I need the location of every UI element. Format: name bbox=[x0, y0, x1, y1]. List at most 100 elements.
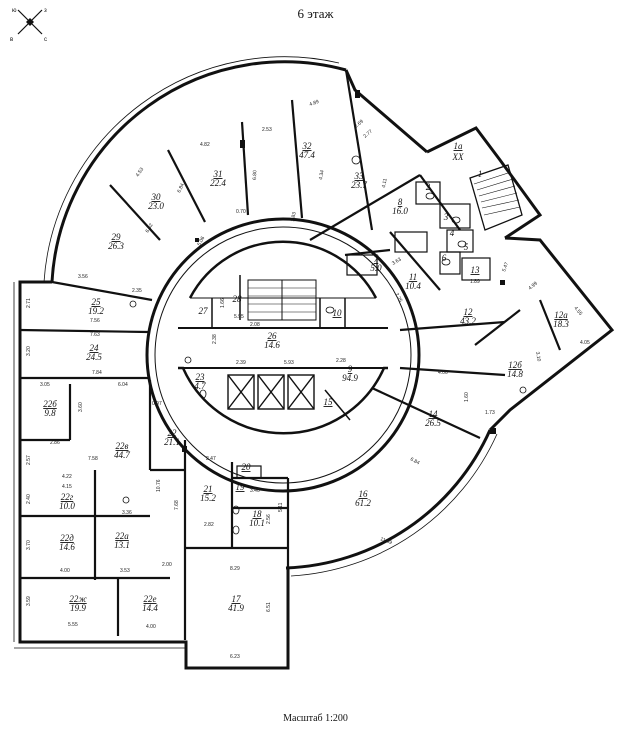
dimension-label: 2.77 bbox=[362, 129, 373, 140]
room-4: 4 bbox=[450, 228, 455, 238]
dimension-label: 5.95 bbox=[234, 314, 244, 320]
dimension-label: 3.59 bbox=[26, 596, 32, 606]
room-area: 19.9 bbox=[70, 603, 86, 613]
room-area: 47.4 bbox=[299, 150, 315, 160]
dimension-label: 6.84 bbox=[176, 182, 186, 194]
dimension-label: 7.56 bbox=[90, 318, 100, 324]
room-28: 28 bbox=[233, 294, 243, 304]
room-number: 6 bbox=[442, 253, 447, 263]
room-area: 21.1 bbox=[164, 437, 180, 447]
room-number: 21 bbox=[204, 484, 213, 494]
room-20: 20 bbox=[242, 462, 252, 472]
dimension-label: 3.40 bbox=[250, 488, 260, 494]
dimension-label: 11.69 bbox=[379, 536, 393, 546]
room-number: 19 bbox=[236, 482, 246, 492]
room-number: 28 bbox=[233, 294, 243, 304]
room-number: 17 bbox=[232, 594, 242, 604]
room-area: 43.2 bbox=[460, 316, 476, 326]
room-number: 7 bbox=[374, 254, 379, 264]
room-area: 24.5 bbox=[86, 352, 102, 362]
dimension-label: 3.20 bbox=[26, 346, 32, 356]
room-number: 1 bbox=[478, 169, 483, 179]
dimension-label: 2.86 bbox=[50, 440, 60, 446]
stair-icon bbox=[469, 164, 523, 231]
room-number: 15 bbox=[324, 397, 334, 407]
dimension-label: 4.99 bbox=[527, 281, 538, 292]
dimension-label: 7.84 bbox=[92, 370, 102, 376]
room-number: 33 bbox=[354, 171, 365, 181]
room-area: 9.8 bbox=[44, 408, 56, 418]
dimension-label: 2.35 bbox=[132, 288, 142, 294]
room-area: 14.4 bbox=[142, 603, 158, 613]
dimension-label: 4.00 bbox=[60, 568, 70, 574]
room-number: 12 bbox=[464, 307, 474, 317]
dimension-label: 0.97 bbox=[152, 401, 162, 407]
dimension-label: 2.40 bbox=[26, 494, 32, 504]
dimension-label: 5.55 bbox=[68, 622, 78, 628]
room-area: 10.1 bbox=[249, 518, 265, 528]
central-core bbox=[145, 217, 421, 493]
page-title: 6 этаж bbox=[297, 6, 334, 21]
room-number: 2 bbox=[426, 182, 431, 192]
dimension-label: 4.89 bbox=[309, 99, 320, 108]
dimension-label: 6.51 bbox=[266, 602, 272, 612]
room-area: 94.9 bbox=[342, 373, 358, 383]
room-area: 4.7 bbox=[194, 381, 206, 391]
dimension-label: 1.89 bbox=[470, 279, 480, 285]
dimension-label: 7.68 bbox=[174, 500, 180, 510]
room-9: 994.9 bbox=[342, 364, 358, 383]
room-area: 22.4 bbox=[210, 178, 226, 188]
dimension-label: 5.93 bbox=[284, 360, 294, 366]
room-2: 2 bbox=[426, 182, 431, 192]
dimension-label: 3.53 bbox=[120, 568, 130, 574]
room-area: 19.2 bbox=[88, 306, 104, 316]
room-area: 61.2 bbox=[355, 498, 371, 508]
room-5: 5 bbox=[464, 242, 469, 252]
dimension-label: 2.71 bbox=[26, 298, 32, 308]
dimension-label: 6.80 bbox=[252, 170, 258, 180]
dimension-labels: 2.71 7.56 7.63 3.20 7.84 3.05 6.04 3.60 … bbox=[26, 99, 590, 660]
dimension-label: 2.56 bbox=[266, 514, 272, 524]
compass-east: з bbox=[44, 8, 47, 14]
dimension-label: 3.60 bbox=[78, 402, 84, 412]
room-number: 22 bbox=[168, 428, 178, 438]
room-area: 44.7 bbox=[114, 450, 130, 460]
dimension-label: 2.57 bbox=[26, 455, 32, 465]
room-area: 26.5 bbox=[425, 418, 441, 428]
room-area: 5.0 bbox=[370, 263, 382, 273]
room-number: 23 bbox=[196, 372, 206, 382]
dimension-label: 2.25 bbox=[393, 292, 403, 304]
room-area: 23.7 bbox=[351, 180, 367, 190]
dimension-label: 6.23 bbox=[230, 654, 240, 660]
compass-icon: ю з с в bbox=[10, 8, 47, 43]
dimension-label: 5.47 bbox=[501, 261, 510, 272]
room-number: 25 bbox=[92, 297, 102, 307]
column-icon bbox=[182, 90, 505, 452]
room-number: 18 bbox=[253, 509, 263, 519]
dimension-label: 5.11 bbox=[278, 502, 284, 512]
dimension-label: 4.11 bbox=[381, 178, 389, 188]
scale-note: Масштаб 1:200 bbox=[283, 713, 348, 724]
room-number: 22а bbox=[115, 531, 129, 541]
room-number: 22в bbox=[116, 441, 129, 451]
dimension-label: 7.63 bbox=[90, 332, 100, 338]
dimension-label: 2.08 bbox=[250, 322, 260, 328]
room-number: 14 bbox=[429, 409, 439, 419]
room-number: 27 bbox=[199, 306, 209, 316]
dimension-label: 4.00 bbox=[438, 370, 448, 376]
